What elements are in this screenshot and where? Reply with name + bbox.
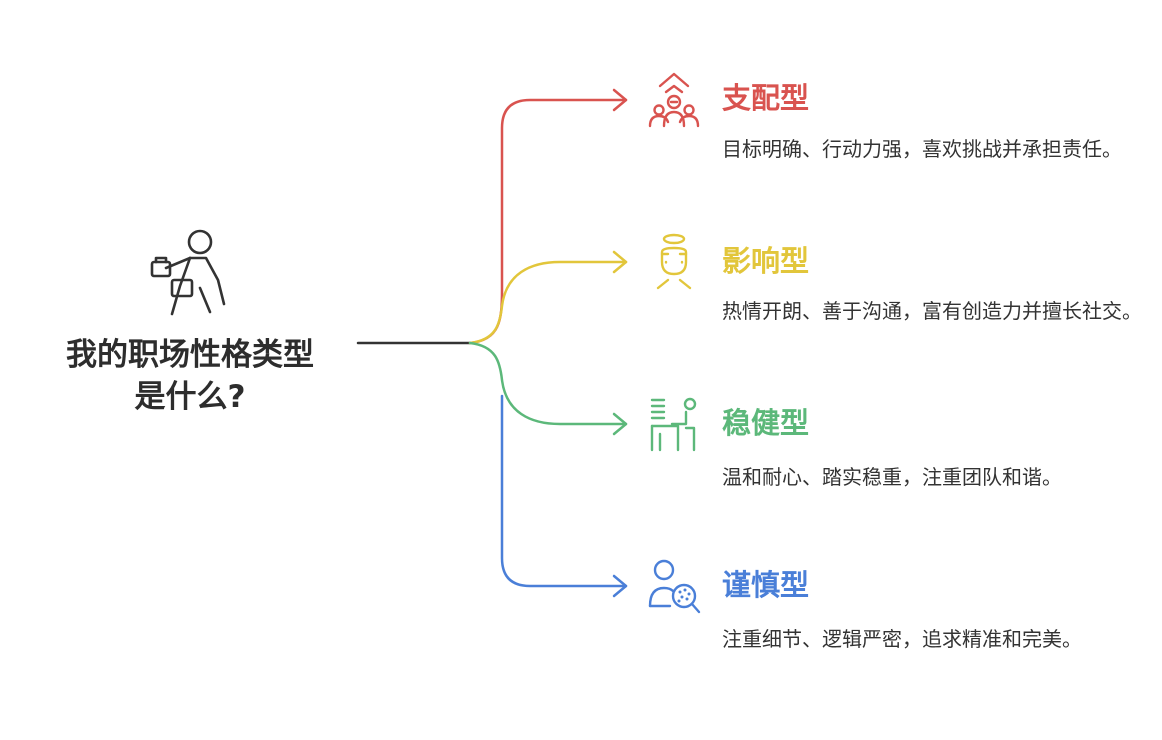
leader-group-up-arrow-icon [648, 72, 700, 128]
connector-dominant [468, 98, 628, 345]
branch-desc-influence: 热情开朗、善于沟通，富有创造力并擅长社交。 [722, 299, 1142, 323]
branch-title-influence: 影响型 [722, 244, 810, 278]
person-magnifier-icon [648, 559, 701, 614]
branch-title-dominant: 支配型 [722, 81, 810, 115]
arrowhead-influence [612, 250, 628, 274]
person-at-desk-icon [650, 397, 697, 452]
walking-person-briefcase-icon [150, 229, 226, 316]
connector-cautious [500, 394, 628, 588]
branch-title-steady: 稳健型 [722, 406, 810, 440]
arrowhead-dominant [612, 88, 628, 112]
branch-desc-steady: 温和耐心、踏实稳重，注重团队和谐。 [722, 465, 1062, 489]
branch-desc-dominant: 目标明确、行动力强，喜欢挑战并承担责任。 [722, 137, 1122, 161]
central-topic: 我的职场性格类型 是什么? [30, 334, 350, 418]
branch-title-cautious: 谨慎型 [722, 568, 810, 602]
connector-steady [468, 341, 628, 426]
halo-person-icon [656, 233, 692, 290]
central-title-line1: 我的职场性格类型 [66, 337, 314, 373]
connector-influence [468, 260, 628, 345]
arrowhead-steady [612, 412, 628, 436]
arrowhead-cautious [612, 574, 628, 598]
central-title-line2: 是什么? [134, 379, 246, 415]
branch-desc-cautious: 注重细节、逻辑严密，追求精准和完美。 [722, 627, 1082, 651]
